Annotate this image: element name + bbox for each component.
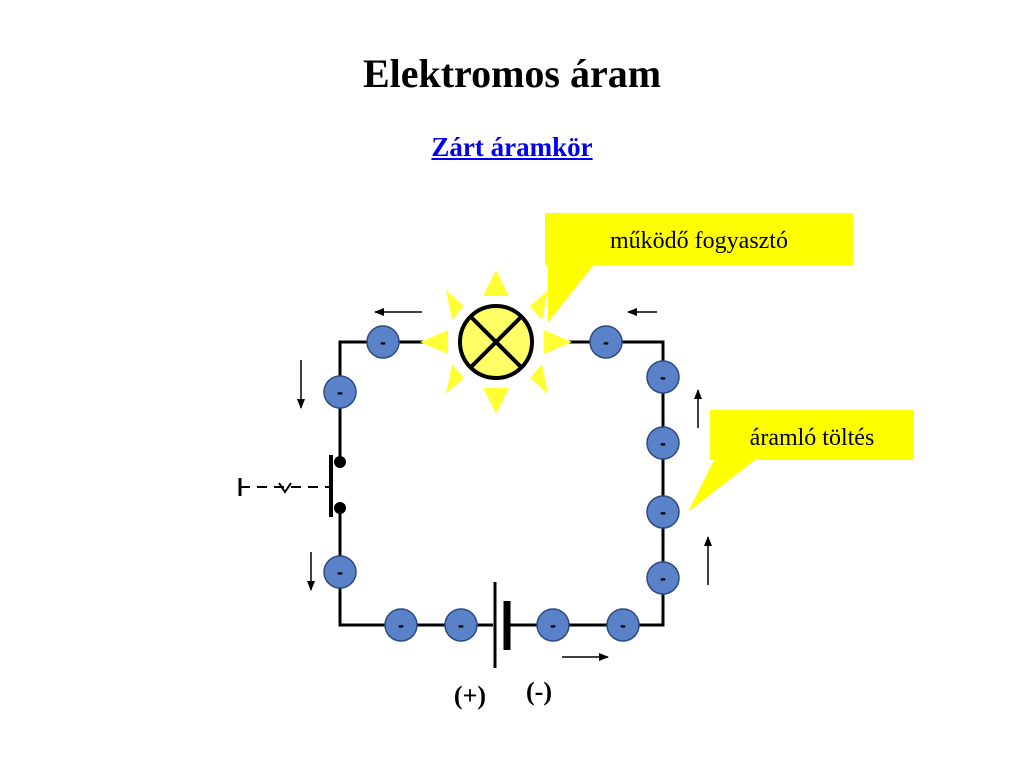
- battery-positive-label: (+): [454, 681, 486, 710]
- bulb-icon: [458, 304, 534, 380]
- charge-particle: -: [646, 495, 680, 529]
- callout-bulb-text: működő fogyasztó: [610, 228, 788, 254]
- charge-particle: -: [589, 325, 623, 359]
- charge-particle: -: [323, 555, 357, 589]
- callout-charges: áramló töltés: [688, 410, 914, 512]
- charge-group: - - - - - - - - - - - -: [323, 325, 680, 642]
- charge-particle: -: [646, 426, 680, 460]
- charge-particle: -: [606, 608, 640, 642]
- battery-symbol: [493, 582, 511, 668]
- charge-sign: -: [603, 332, 609, 352]
- callout-bulb: működő fogyasztó: [545, 213, 853, 322]
- charge-particle: -: [646, 561, 680, 595]
- charge-sign: -: [337, 562, 343, 582]
- charge-sign: -: [660, 367, 666, 387]
- charge-particle: -: [366, 325, 400, 359]
- current-direction-arrows: [297, 308, 712, 661]
- charge-particle: -: [444, 608, 478, 642]
- charge-particle: -: [536, 608, 570, 642]
- charge-particle: -: [646, 360, 680, 394]
- circuit-wire: [338, 340, 665, 627]
- charge-sign: -: [398, 615, 404, 635]
- callout-charges-text: áramló töltés: [750, 425, 875, 451]
- charge-particle: -: [323, 375, 357, 409]
- subtitle-link[interactable]: Zárt áramkör: [431, 132, 593, 162]
- charge-sign: -: [660, 568, 666, 588]
- switch-symbol: [238, 455, 346, 517]
- charge-sign: -: [337, 382, 343, 402]
- page-title: Elektromos áram: [362, 51, 662, 96]
- charge-sign: -: [620, 615, 626, 635]
- battery-negative-label: (-): [526, 677, 552, 706]
- charge-sign: -: [660, 433, 666, 453]
- charge-particle: -: [384, 608, 418, 642]
- charge-sign: -: [660, 502, 666, 522]
- bulb-light-rays: [420, 270, 572, 414]
- charge-sign: -: [380, 332, 386, 352]
- charge-sign: -: [550, 615, 556, 635]
- charge-sign: -: [458, 615, 464, 635]
